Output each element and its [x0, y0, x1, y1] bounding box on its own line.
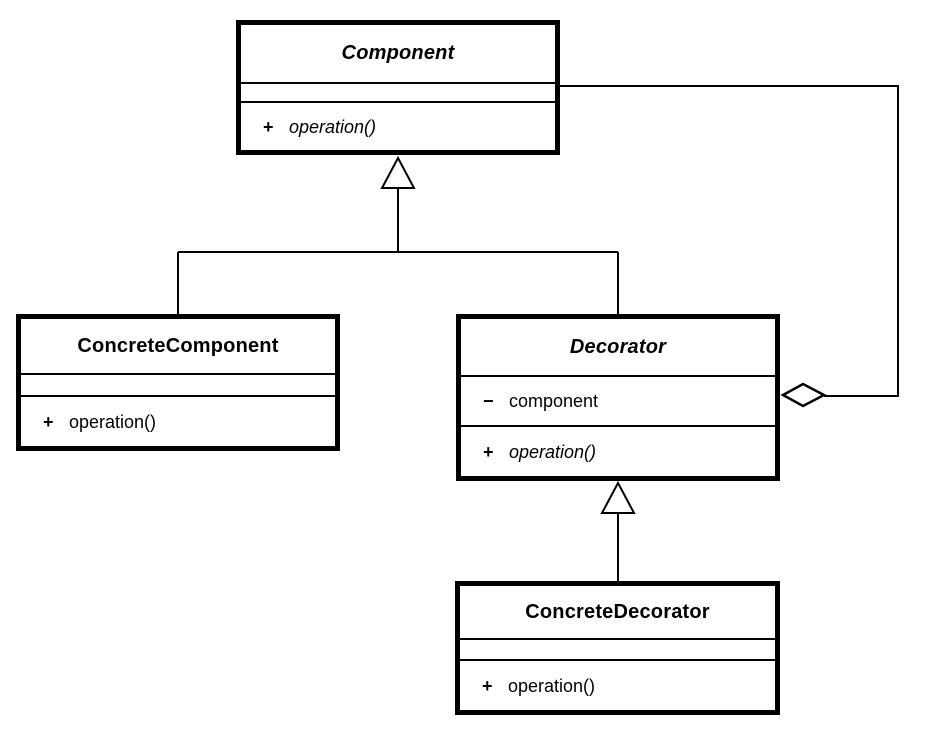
class-title-decorator: Decorator: [461, 319, 775, 377]
attributes-compartment-concrete-decorator: [460, 640, 775, 661]
operation-row: + operation(): [461, 443, 775, 461]
operation-row: + operation(): [241, 118, 555, 136]
class-title-concrete-component: ConcreteComponent: [21, 319, 335, 375]
visibility-symbol: +: [483, 441, 494, 462]
visibility-symbol: +: [482, 675, 493, 696]
attributes-compartment-component: [241, 84, 555, 103]
inheritance-triangle-icon-decorator: [600, 480, 636, 514]
operation-signature: operation(): [289, 116, 377, 137]
class-box-decorator: Decorator − component + operation(): [456, 314, 780, 481]
attributes-compartment-decorator: − component: [461, 377, 775, 427]
inheritance-triangle-icon-component: [380, 155, 416, 189]
operation-signature: operation(): [509, 441, 597, 462]
visibility-symbol: +: [43, 411, 54, 432]
aggregation-edge-decorator-component: [560, 85, 899, 397]
aggregation-diamond-icon: [780, 382, 827, 408]
attribute-row: − component: [461, 392, 775, 410]
generalization-edge-to-component: [177, 188, 619, 316]
operations-compartment-concrete-component: + operation(): [21, 397, 335, 446]
operation-signature: operation(): [69, 411, 157, 432]
operations-compartment-component: + operation(): [241, 103, 555, 150]
class-box-component: Component + operation(): [236, 20, 560, 155]
visibility-symbol: +: [263, 116, 274, 137]
class-title-concrete-decorator: ConcreteDecorator: [460, 586, 775, 640]
class-box-concrete-decorator: ConcreteDecorator + operation(): [455, 581, 780, 715]
attribute-name: component: [509, 391, 599, 411]
operation-signature: operation(): [508, 675, 596, 696]
operations-compartment-decorator: + operation(): [461, 427, 775, 476]
attributes-compartment-concrete-component: [21, 375, 335, 397]
operation-row: + operation(): [460, 677, 775, 695]
visibility-symbol: −: [483, 391, 494, 411]
operations-compartment-concrete-decorator: + operation(): [460, 661, 775, 710]
class-title-component: Component: [241, 25, 555, 84]
operation-row: + operation(): [21, 413, 335, 431]
class-box-concrete-component: ConcreteComponent + operation(): [16, 314, 340, 451]
